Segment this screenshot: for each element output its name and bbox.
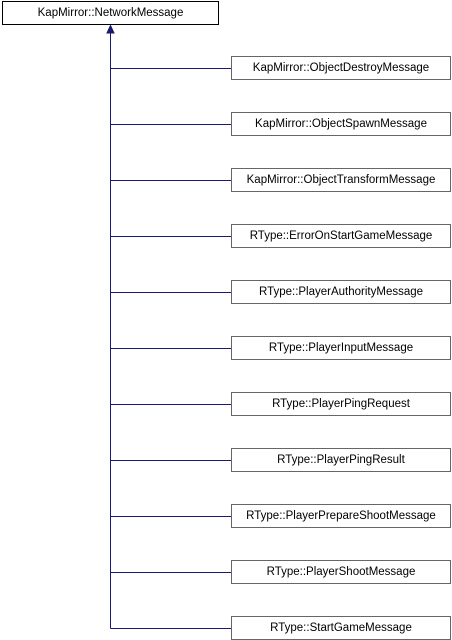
derived-class-node-player-shoot-message[interactable]: RType::PlayerShootMessage bbox=[231, 560, 451, 584]
derived-class-node-error-on-start-game-message[interactable]: RType::ErrorOnStartGameMessage bbox=[231, 224, 451, 248]
derived-class-node-player-ping-request[interactable]: RType::PlayerPingRequest bbox=[231, 392, 451, 416]
derived-class-node-player-prepare-shoot-message[interactable]: RType::PlayerPrepareShootMessage bbox=[231, 504, 451, 528]
base-class-node-network-message[interactable]: KapMirror::NetworkMessage bbox=[2, 1, 219, 25]
inheritance-arrow-head bbox=[106, 24, 115, 34]
derived-class-node-object-spawn-message[interactable]: KapMirror::ObjectSpawnMessage bbox=[231, 112, 451, 136]
derived-class-node-start-game-message[interactable]: RType::StartGameMessage bbox=[231, 616, 451, 640]
derived-class-node-player-authority-message[interactable]: RType::PlayerAuthorityMessage bbox=[231, 280, 451, 304]
derived-class-node-player-input-message[interactable]: RType::PlayerInputMessage bbox=[231, 336, 451, 360]
derived-class-node-player-ping-result[interactable]: RType::PlayerPingResult bbox=[231, 448, 451, 472]
derived-class-node-object-transform-message[interactable]: KapMirror::ObjectTransformMessage bbox=[231, 168, 451, 192]
derived-class-node-object-destroy-message[interactable]: KapMirror::ObjectDestroyMessage bbox=[231, 56, 451, 80]
